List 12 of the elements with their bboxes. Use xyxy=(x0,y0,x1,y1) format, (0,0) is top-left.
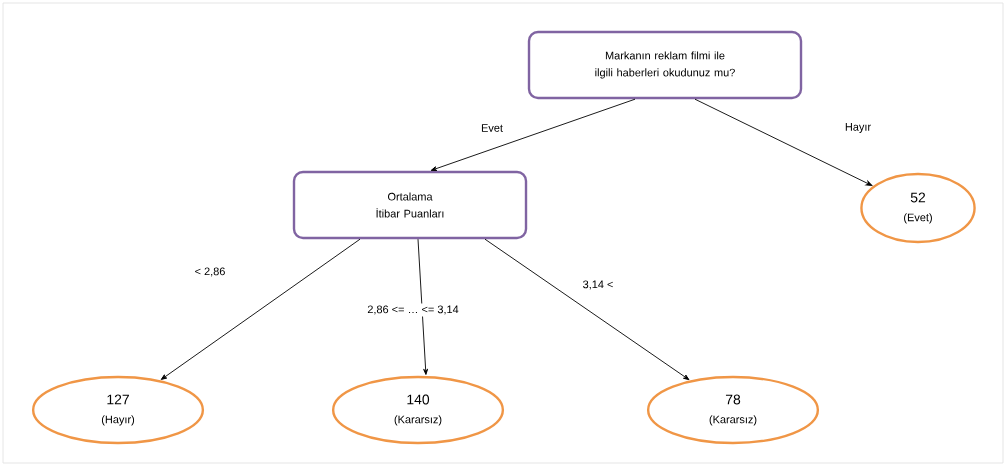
arrow xyxy=(430,98,636,171)
arrow xyxy=(694,98,873,186)
edge-label: 3,14 < xyxy=(580,278,616,292)
edge-label: 2,86 <= … <= 3,14 xyxy=(365,303,461,317)
edge-label: Hayır xyxy=(842,121,874,135)
arrow xyxy=(484,238,690,381)
arrow xyxy=(417,238,429,375)
edge-label: Evet xyxy=(479,122,505,134)
process-box: Markanın reklam filmi ile ilgili haberleri okudunuz mu? xyxy=(527,30,803,100)
edge-label: < 2,86 xyxy=(192,265,228,279)
process-box: Ortalama İtibar Puanları xyxy=(292,170,528,240)
arrow xyxy=(160,238,361,380)
